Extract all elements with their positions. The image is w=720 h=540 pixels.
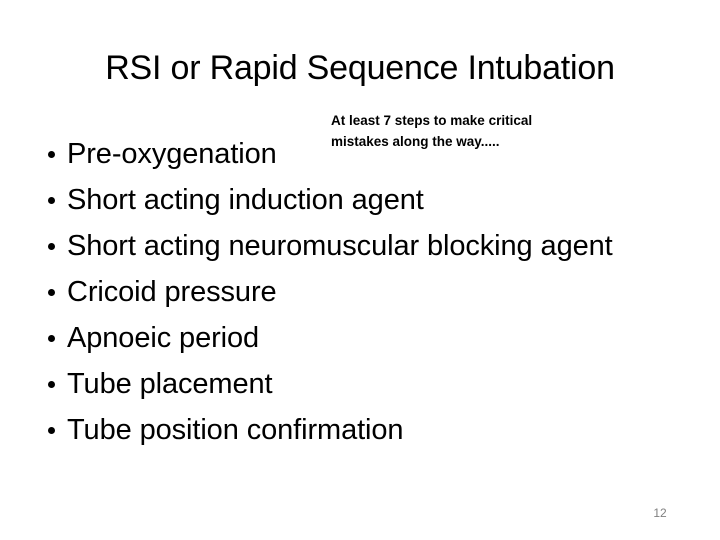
- list-item-label: Apnoeic period: [67, 322, 260, 354]
- bullet-dot-icon: [48, 289, 55, 296]
- list-item: Tube placement: [44, 361, 684, 407]
- bullet-dot-icon: [48, 197, 55, 204]
- list-item-label: Short acting neuromuscular blocking agen…: [67, 230, 613, 262]
- bullet-dot-icon: [48, 427, 55, 434]
- list-item-label: Cricoid pressure: [67, 276, 277, 308]
- list-item-label: Tube position confirmation: [67, 414, 404, 446]
- list-item: Tube position confirmation: [44, 407, 684, 453]
- list-item: Short acting neuromuscular blocking agen…: [44, 223, 684, 269]
- annotation-callout: At least 7 steps to make critical mistak…: [331, 110, 577, 152]
- annotation-line-2: mistakes along the way.....: [331, 134, 500, 149]
- page-title: RSI or Rapid Sequence Intubation: [105, 49, 615, 87]
- bullet-list: Pre-oxygenation Short acting induction a…: [44, 131, 684, 453]
- bullet-dot-icon: [48, 381, 55, 388]
- list-item: Cricoid pressure: [44, 269, 684, 315]
- bullet-dot-icon: [48, 335, 55, 342]
- slide-page-number: 12: [653, 506, 667, 520]
- list-item-label: Pre-oxygenation: [67, 138, 277, 170]
- list-item: Short acting induction agent: [44, 177, 684, 223]
- list-item-label: Tube placement: [67, 368, 273, 400]
- list-item: Apnoeic period: [44, 315, 684, 361]
- list-item-label: Short acting induction agent: [67, 184, 424, 216]
- list-item: Pre-oxygenation: [44, 131, 684, 177]
- bullet-dot-icon: [48, 243, 55, 250]
- annotation-line-1: At least 7 steps to make critical: [331, 113, 533, 128]
- bullet-dot-icon: [48, 151, 55, 158]
